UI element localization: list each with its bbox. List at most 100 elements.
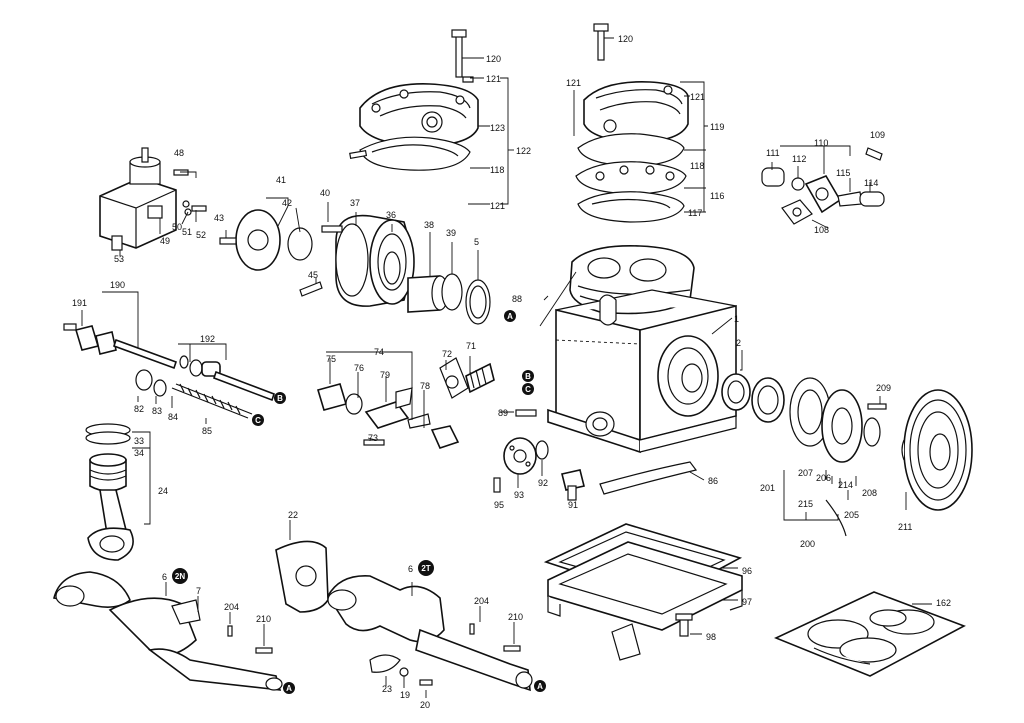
part-label: 110 [814,138,828,148]
part-label: 205 [844,510,859,520]
part-label: 112 [792,154,806,164]
part-label: 209 [876,383,891,393]
part-label: 115 [836,168,850,178]
part-label: 72 [442,349,452,359]
part-label: 84 [168,412,178,422]
part-label: 1 [734,314,739,324]
marker-C-body: C [522,383,534,395]
part-label: 51 [182,227,192,237]
part-label: 75 [326,354,336,364]
crankshaft-2N [53,571,283,691]
part-label: 208 [862,488,877,498]
marker-A-crank-right: A [534,680,546,692]
part-label: 73 [368,433,378,443]
piston-connecting-rod [85,423,134,561]
part-label: 5 [474,237,479,247]
svg-text:C: C [525,385,531,394]
part-label: 120 [486,54,501,64]
part-label: 109 [870,130,885,140]
crankcase-body [547,245,737,454]
part-label: 42 [282,198,292,208]
part-label: 82 [134,404,144,414]
part-label: 79 [380,370,390,380]
part-label: 210 [256,614,271,624]
svg-text:A: A [286,684,292,693]
part-label: 89 [498,408,508,418]
part-label: 41 [276,175,286,185]
part-label: 33 [134,436,144,446]
part-label: 38 [424,220,434,230]
part-label: 108 [814,225,829,235]
part-label: 97 [742,597,752,607]
marker-B-body: B [522,370,534,382]
part-label: 114 [864,178,878,188]
part-label: 92 [538,478,548,488]
part-label: 207 [798,468,813,478]
part-label: 53 [114,254,124,264]
part-labels: 120 121 123 122 118 121 120 121 121 119 … [72,34,951,710]
main-bearing [721,373,785,423]
part-label: 95 [494,500,504,510]
part-label: 210 [508,612,523,622]
part-label: 122 [516,146,531,156]
svg-text:B: B [525,372,531,381]
part-label: 71 [466,341,476,351]
part-label: 49 [160,236,170,246]
unloader-block [99,147,207,251]
part-label: 6 [408,564,413,574]
part-label: 121 [490,201,505,211]
marker-A-label: A [507,312,513,321]
marker-A-head: A [504,310,516,322]
part-label: 74 [374,347,384,357]
cylinder-head-left [349,29,479,171]
part-label: 19 [400,690,410,700]
part-label: 43 [214,213,224,223]
part-label: 88 [512,294,522,304]
part-label: 111 [766,148,780,158]
part-label: 117 [688,208,702,218]
part-label: 37 [350,198,360,208]
part-label: 204 [224,602,239,612]
part-label: 2 [736,338,741,348]
part-label: 6 [162,572,167,582]
base-plate [543,523,743,661]
marker-B-shaft: B [274,392,286,404]
part-label: 76 [354,363,364,373]
pulley-group [789,377,973,537]
part-label: 36 [386,210,396,220]
part-label: 211 [898,522,912,532]
part-label: 78 [420,381,430,391]
part-label: 162 [936,598,951,608]
part-label: 22 [288,510,298,520]
part-label: 45 [308,270,318,280]
part-label: 23 [382,684,392,694]
lower-small-parts [493,409,698,501]
svg-text:A: A [537,682,543,691]
part-label: 201 [760,483,775,493]
part-label: 39 [446,228,456,238]
part-label: 123 [490,123,505,133]
part-label: 50 [172,222,182,232]
part-label: 83 [152,406,162,416]
part-label: 200 [800,539,815,549]
part-label: 121 [566,78,581,88]
part-label: 98 [706,632,716,642]
part-label: 96 [742,566,752,576]
part-label: 119 [710,122,724,132]
part-label: 52 [196,230,206,240]
end-cover-group [219,209,491,325]
part-label: 116 [710,191,724,201]
part-label: 40 [320,188,330,198]
part-label: 214 [838,480,853,490]
crankshaft-2T [275,540,533,692]
part-label: 121 [690,92,705,102]
crankshaft-2T-badge: 2T [418,560,434,576]
part-label: 118 [490,165,504,175]
svg-text:C: C [255,416,261,425]
svg-text:2T: 2T [421,564,430,573]
part-label: 191 [72,298,87,308]
marker-C-shaft: C [252,414,264,426]
crankshaft-2N-badge: 2N [172,568,188,584]
part-label: 120 [618,34,633,44]
